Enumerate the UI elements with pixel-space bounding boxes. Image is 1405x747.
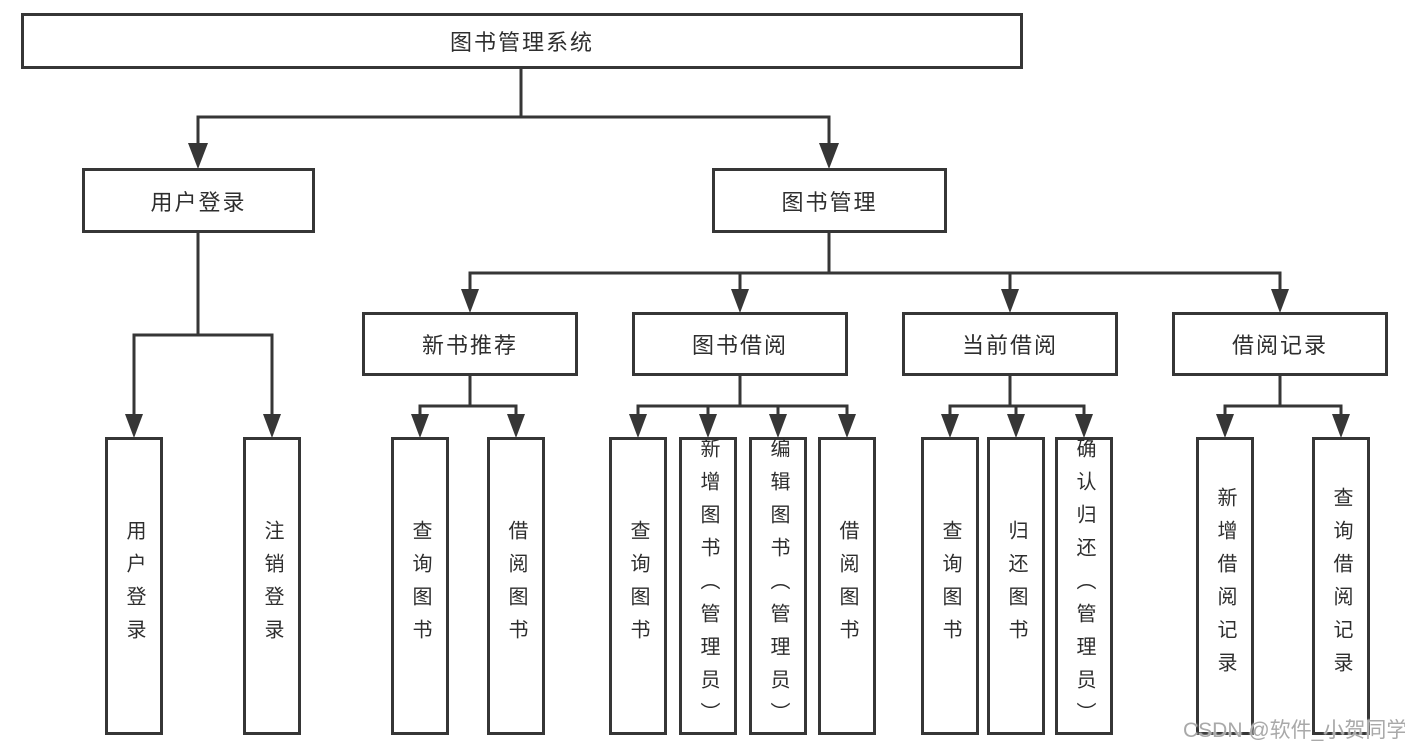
leaf-query-books-recommend: 查询图书 [391,437,449,735]
node-borrow-records: 借阅记录 [1172,312,1388,376]
leaf-label: 新增图书（管理员） [697,437,719,735]
leaf-label: 确认归还（管理员） [1073,437,1095,735]
node-current-borrow: 当前借阅 [902,312,1118,376]
leaf-user-login: 用户登录 [105,437,163,735]
leaf-borrow-books: 借阅图书 [818,437,876,735]
node-label: 新书推荐 [421,333,518,358]
leaf-add-books-admin: 新增图书（管理员） [679,437,737,735]
node-user-login: 用户登录 [82,168,315,233]
leaf-label: 查询图书 [939,520,961,652]
connector-arrowheads [125,143,1350,438]
leaf-label: 借阅图书 [505,520,527,652]
leaf-label: 新增借阅记录 [1214,487,1236,685]
leaf-label: 注销登录 [261,520,283,652]
leaf-label: 查询借阅记录 [1330,487,1352,685]
node-book-borrow: 图书借阅 [632,312,848,376]
node-label: 用户登录 [150,189,247,215]
node-book-management: 图书管理 [712,168,947,233]
leaf-query-books-current: 查询图书 [921,437,979,735]
leaf-confirm-return-admin: 确认归还（管理员） [1055,437,1113,735]
leaf-query-books-borrow: 查询图书 [609,437,667,735]
leaf-label: 查询图书 [627,520,649,652]
node-root-system: 图书管理系统 [21,13,1023,69]
node-label: 当前借阅 [961,333,1058,358]
leaf-return-books: 归还图书 [987,437,1045,735]
leaf-label: 查询图书 [409,520,431,652]
watermark: CSDN @软件_小贺同学 [1183,719,1405,742]
node-new-book-recommend: 新书推荐 [362,312,578,376]
leaf-edit-books-admin: 编辑图书（管理员） [749,437,807,735]
leaf-label: 归还图书 [1005,520,1027,652]
leaf-label: 用户登录 [123,520,145,652]
leaf-label: 借阅图书 [836,520,858,652]
node-label: 图书借阅 [691,333,788,358]
connector-lines [132,69,1343,416]
leaf-logout: 注销登录 [243,437,301,735]
leaf-query-borrow-record: 查询借阅记录 [1312,437,1370,735]
leaf-label: 编辑图书（管理员） [767,437,789,735]
node-label: 图书管理系统 [449,30,594,55]
node-label: 借阅记录 [1231,333,1328,358]
leaf-add-borrow-record: 新增借阅记录 [1196,437,1254,735]
leaf-borrow-books-recommend: 借阅图书 [487,437,545,735]
node-label: 图书管理 [781,189,878,215]
